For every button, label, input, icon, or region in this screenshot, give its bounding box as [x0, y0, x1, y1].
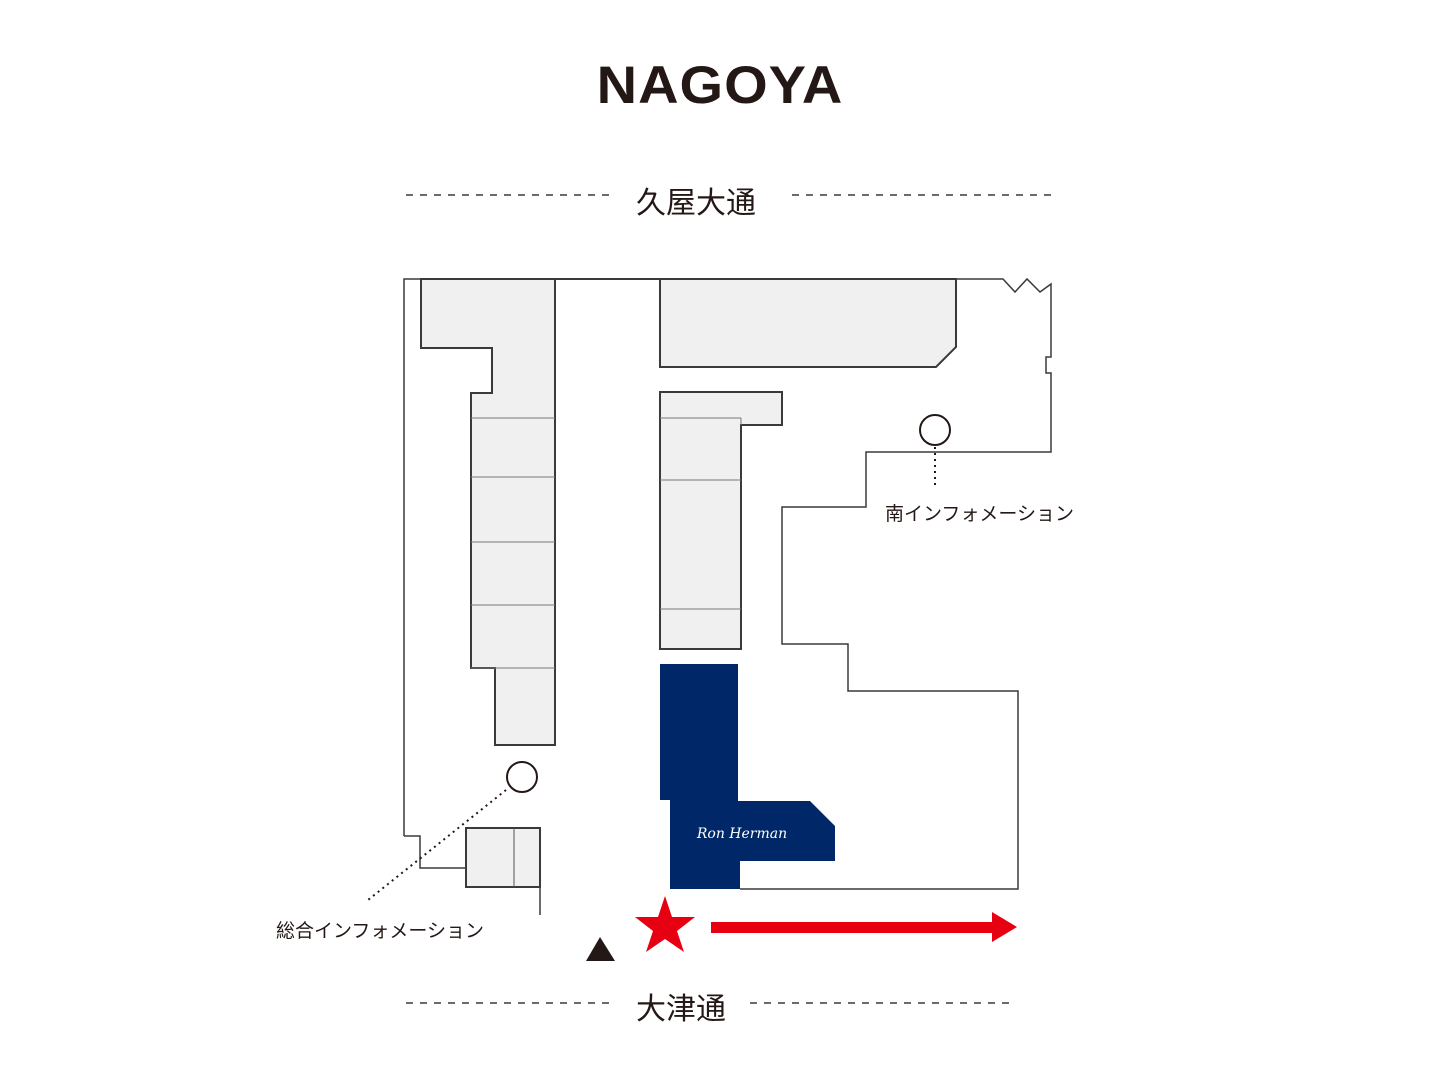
building-outline-lower-left	[404, 835, 466, 869]
ron-herman-store	[660, 664, 835, 889]
building-outline	[403, 277, 1052, 890]
shop-block-left	[420, 278, 556, 746]
current-location-star-icon	[635, 896, 695, 952]
shop-dividers-middle	[660, 417, 742, 610]
street-label-north: 久屋大通	[636, 186, 756, 221]
general-information-icon	[506, 761, 538, 793]
south-information-icon	[919, 414, 951, 446]
shop-dividers-left	[471, 417, 555, 669]
general-information-label: 総合インフォメーション	[276, 920, 485, 942]
street-label-south: 大津通	[636, 992, 726, 1027]
south-information-label: 南インフォメーション	[885, 503, 1075, 525]
shop-block-middle	[659, 391, 783, 650]
direction-arrow-icon	[711, 912, 1017, 942]
ron-herman-logo: Ron Herman	[696, 826, 787, 842]
shop-block-small	[465, 827, 541, 888]
entrance-triangle-icon	[586, 937, 615, 961]
shop-block-top	[659, 278, 957, 368]
page-title: NAGOYA	[596, 54, 844, 115]
